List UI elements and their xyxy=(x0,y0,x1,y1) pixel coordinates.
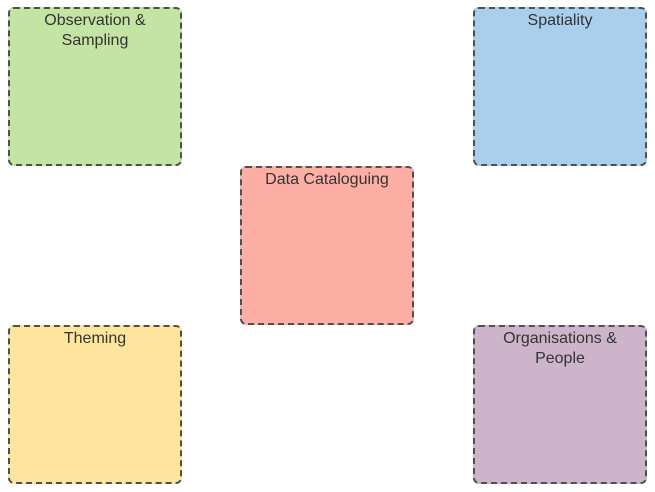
observation-sampling-label: Observation & Sampling xyxy=(44,12,146,49)
data-cataloguing-label: Data Cataloguing xyxy=(265,171,389,188)
observation-sampling-box: Observation & Sampling xyxy=(8,7,182,166)
theming-label: Theming xyxy=(63,330,127,347)
data-cataloguing-box: Data Cataloguing xyxy=(240,166,414,325)
organisations-people-label: Organisations & People xyxy=(503,330,617,367)
spatiality-box: Spatiality xyxy=(473,7,647,166)
theming-box: Theming xyxy=(8,325,182,484)
organisations-people-box: Organisations & People xyxy=(473,325,647,484)
spatiality-label: Spatiality xyxy=(527,12,593,29)
